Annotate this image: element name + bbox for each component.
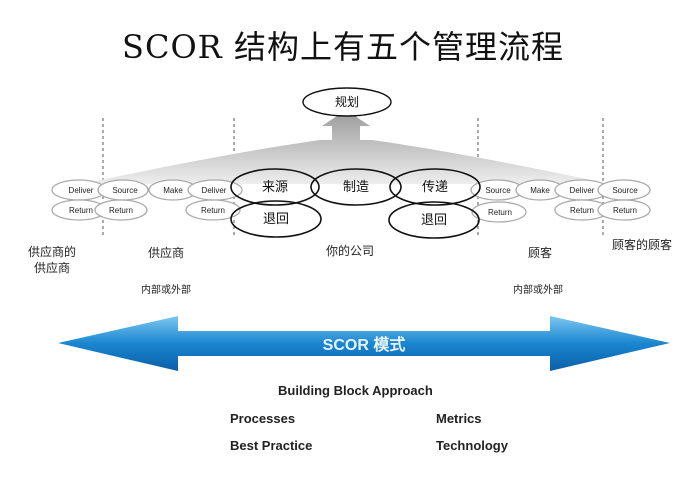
label-deliver-1: Deliver [69,186,94,195]
ellipse-return-center-left [230,200,322,238]
scor-model-arrow [58,316,670,371]
building-block-best-practice: Best Practice [230,438,313,453]
label-customer: 顾客 [527,246,552,260]
plan-node-label: 规划 [335,94,359,109]
label-return-center-left: 退回 [263,212,289,227]
label-supplier: 供应商 [147,246,184,260]
label-supplier-of-supplier-line1: 供应商的 [27,245,76,259]
planning-fan [82,110,610,184]
building-block-heading: Building Block Approach [278,383,433,398]
label-source-center: 来源 [262,180,288,195]
label-return-5: Return [570,206,594,215]
label-make-2: Make [530,186,550,195]
ellipse-return-2 [94,199,148,221]
ellipse-source-center [230,168,320,206]
label-return-6: Return [613,206,637,215]
page-title: SCOR 结构上有五个管理流程 [122,28,564,66]
building-block-processes: Processes [230,411,296,426]
label-source-1: Source [112,186,138,195]
scor-model-label: SCOR 模式 [323,335,406,354]
label-your-company: 你的公司 [325,244,374,258]
ellipse-return-3 [185,199,241,221]
label-deliver-2: Deliver [202,186,227,195]
label-supplier-of-supplier-line2: 供应商 [33,261,70,275]
label-internal-external-left: 内部或外部 [141,285,191,296]
label-deliver-center: 传递 [422,180,448,195]
label-make-1: Make [163,186,183,195]
ellipse-deliver-center [389,168,481,206]
label-customer-of-customer: 顾客的顾客 [611,238,672,252]
ellipse-make-center [310,168,402,206]
label-return-2: Return [109,206,133,215]
label-make-center: 制造 [343,180,369,195]
label-return-4: Return [488,208,512,217]
ellipse-return-center-right [388,201,480,239]
building-block-technology: Technology [436,438,508,453]
label-return-center-right: 退回 [421,213,447,228]
label-return-1: Return [69,206,93,215]
label-internal-external-right: 内部或外部 [513,285,563,296]
label-source-3: Source [612,186,638,195]
label-deliver-3: Deliver [570,186,595,195]
ellipse-return-4 [471,201,527,223]
plan-node [302,87,392,117]
label-supplier-of-supplier: 供应商的 供应商 [20,244,84,276]
ellipse-return-6 [597,199,651,221]
label-source-2: Source [485,186,511,195]
building-block-metrics: Metrics [436,411,482,426]
label-return-3: Return [201,206,225,215]
